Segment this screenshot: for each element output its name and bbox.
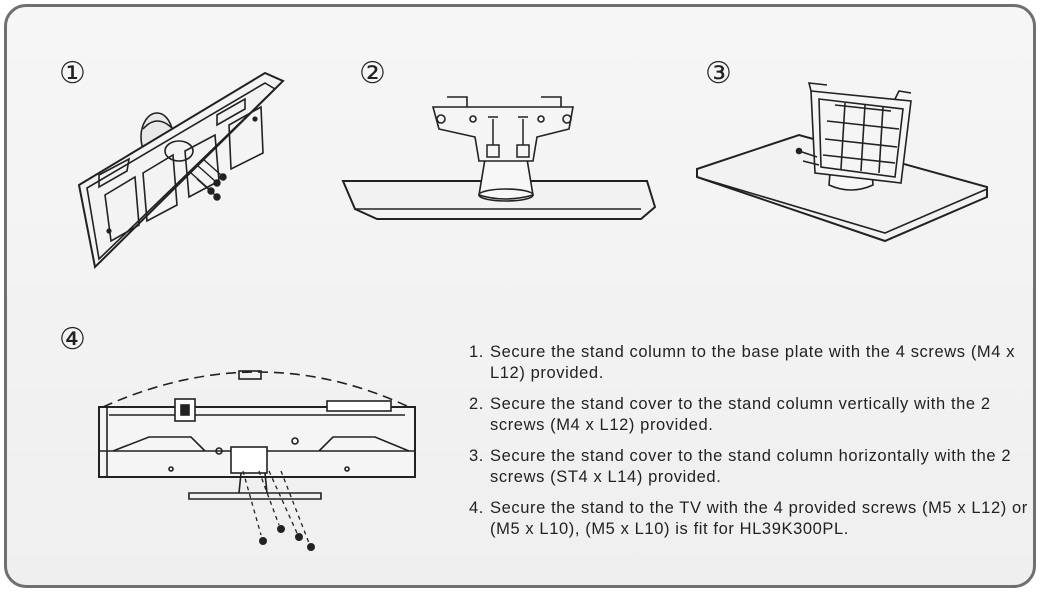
instruction-text: Secure the stand to the TV with the 4 pr…: [490, 499, 1028, 538]
instruction-number: 4.: [469, 499, 484, 517]
step-4-marker: ④: [59, 322, 86, 357]
step-2-marker: ②: [359, 56, 386, 91]
instruction-text: Secure the stand cover to the stand colu…: [490, 447, 1012, 486]
instruction-item: 3. Secure the stand cover to the stand c…: [469, 446, 1029, 488]
figure-step-3: [695, 81, 995, 251]
instruction-text: Secure the stand cover to the stand colu…: [490, 395, 991, 434]
instruction-item: 4. Secure the stand to the TV with the 4…: [469, 498, 1029, 540]
instruction-panel: ① ② ③ ④: [4, 4, 1036, 588]
instruction-item: 1. Secure the stand column to the base p…: [469, 342, 1029, 384]
figure-step-2: [337, 89, 657, 239]
instruction-list: 1. Secure the stand column to the base p…: [469, 342, 1029, 550]
step-1-marker: ①: [59, 56, 86, 91]
figure-step-1: [69, 55, 289, 270]
instruction-number: 3.: [469, 447, 484, 465]
figure-step-4: [89, 359, 429, 559]
instruction-item: 2. Secure the stand cover to the stand c…: [469, 394, 1029, 436]
step-3-marker: ③: [705, 56, 732, 91]
instruction-text: Secure the stand column to the base plat…: [490, 343, 1016, 382]
instruction-number: 2.: [469, 395, 484, 413]
instruction-number: 1.: [469, 343, 484, 361]
